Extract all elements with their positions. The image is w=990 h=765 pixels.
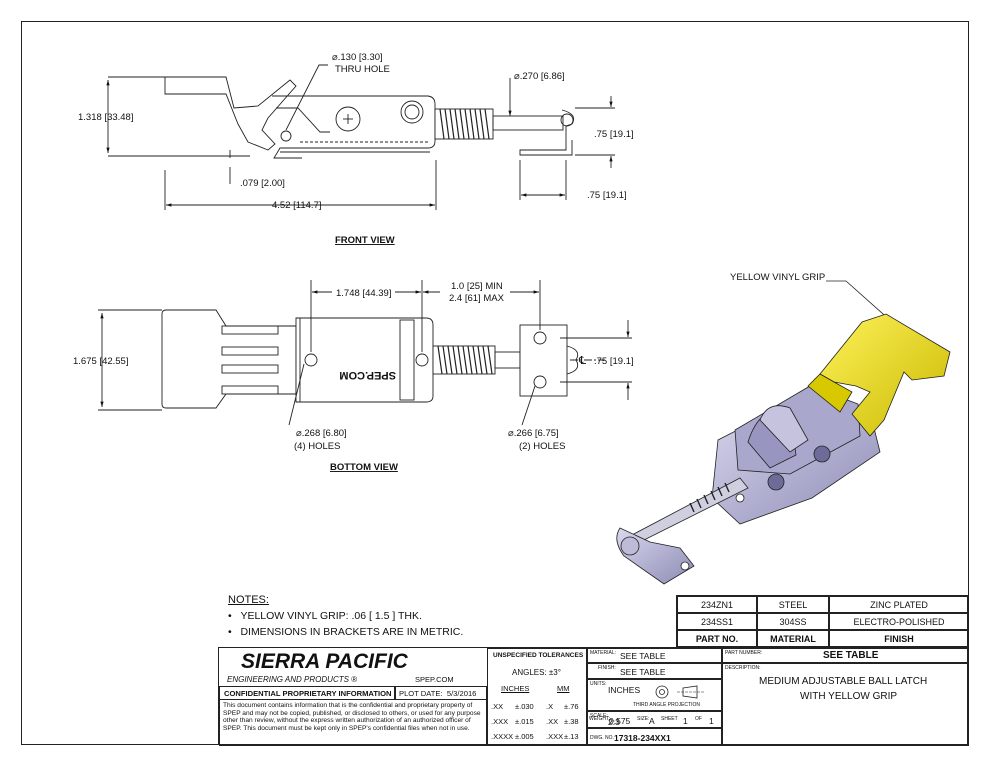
part-header-material: MATERIAL — [757, 630, 829, 648]
company-sub: ENGINEERING AND PRODUCTS ® — [227, 675, 358, 684]
plot-date: PLOT DATE: 5/3/2016 — [395, 686, 487, 700]
part-row-1-part: 234ZN1 — [677, 596, 757, 613]
catch-width-dimension-text: .75 [19.1] — [587, 190, 627, 201]
inches-header: INCHES — [501, 684, 530, 693]
finish-cell: FINISH: SEE TABLE — [587, 663, 722, 679]
grip-label: YELLOW VINYL GRIP — [730, 272, 825, 283]
length-dimension-text: 4.52 [114.7] — [272, 200, 322, 211]
base-thk-dimension-text: .079 [2.00] — [240, 178, 285, 189]
hole-callout-text: ⌀.130 [3.30] — [332, 52, 383, 63]
centerline-symbol: ℄ — [578, 355, 586, 367]
notes: NOTES: • YELLOW VINYL GRIP: .06 [ 1.5 ] … — [228, 592, 463, 640]
scale-weight-cell: SCALE: 2:3 — [587, 711, 722, 728]
holes-b-note: (2) HOLES — [519, 441, 565, 452]
spacing-dimension-text: 1.748 [44.39] — [336, 288, 391, 299]
part-row-1-finish: ZINC PLATED — [829, 596, 969, 613]
sheet-value: 1 — [683, 716, 688, 726]
bottom-view-title: BOTTOM VIEW — [330, 462, 398, 473]
material-value: SEE TABLE — [620, 651, 666, 661]
part-header-finish: FINISH — [829, 630, 969, 648]
third-angle-projection-icon — [655, 685, 705, 699]
scale-value: 2:3 — [608, 717, 620, 727]
tolerance-inch-values: ±.030±.015±.005 — [515, 702, 534, 741]
adjust-max-text: 2.4 [61] MAX — [449, 293, 505, 304]
dwg-no-value: 17318-234XX1 — [614, 733, 671, 743]
part-row-1-material: STEEL — [757, 596, 829, 613]
title-block: SIERRA PACIFIC ENGINEERING AND PRODUCTS … — [218, 647, 969, 746]
part-number-cell: PART NUMBER: SEE TABLE — [722, 648, 969, 663]
website: SPEP.COM — [415, 675, 454, 684]
tolerance-block: UNSPECIFIED TOLERANCES ANGLES: ±3° INCHE… — [487, 648, 587, 746]
front-view-title: FRONT VIEW — [335, 235, 395, 246]
front-view-dimension-text: ⌀.130 [3.30] THRU HOLE ⌀.270 [6.86] 1.31… — [78, 52, 634, 246]
confidential-text: This document contains information that … — [219, 700, 487, 746]
catch-height-dimension-text: .75 [19.1] — [594, 129, 634, 140]
mm-header: MM — [557, 684, 570, 693]
note-item: • DIMENSIONS IN BRACKETS ARE IN METRIC. — [228, 626, 464, 638]
angle-tolerance: ANGLES: ±3° — [512, 668, 561, 677]
dwg-no-cell: DWG. NO. 17318-234XX1 — [587, 728, 722, 746]
bottom-view-dimension-text: 1.675 [42.55] 1.748 [44.39] 1.0 [25] MIN… — [73, 281, 634, 473]
description-cell: DESCRIPTION: MEDIUM ADJUSTABLE BALL LATC… — [722, 663, 969, 746]
part-header-part: PART NO. — [677, 630, 757, 648]
front-view — [106, 64, 615, 210]
height-dimension-text: 1.318 [33.48] — [78, 112, 133, 123]
weight-value: 0.575 — [609, 716, 631, 726]
holes-a-callout: ⌀.268 [6.80] — [296, 428, 347, 439]
units-projection-cell: UNITS: INCHES THIRD ANGLE PROJECTION — [587, 679, 722, 711]
part-row-2-part: 234SS1 — [677, 613, 757, 630]
description-line-2: WITH YELLOW GRIP — [800, 691, 898, 702]
holes-a-note: (4) HOLES — [294, 441, 340, 452]
part-row-2-material: 304SS — [757, 613, 829, 630]
notes-title: NOTES: — [228, 594, 269, 606]
width-dimension-text: 1.675 [42.55] — [73, 356, 128, 367]
tolerance-inch-keys: .XX.XXX.XXXX — [491, 702, 514, 741]
units-value: INCHES — [608, 685, 641, 695]
of-value: 1 — [709, 716, 714, 726]
confidential-label: CONFIDENTIAL PROPRIETARY INFORMATION — [219, 686, 395, 700]
bottom-view — [98, 280, 632, 426]
finish-value: SEE TABLE — [620, 667, 666, 677]
part-number-value: SEE TABLE — [823, 650, 879, 661]
part-row-2-finish: ELECTRO-POLISHED — [829, 613, 969, 630]
size-value: A — [649, 716, 655, 726]
weight-size-sheet: WEIGHT: 0.575 SIZE: A SHEET 1 OF 1 — [589, 716, 714, 726]
spep-stamp: SPEP.COM — [339, 369, 396, 381]
hole-callout-note: THRU HOLE — [335, 64, 390, 75]
adjust-min-text: 1.0 [25] MIN — [451, 281, 503, 292]
tolerance-mm-keys: .X.XX.XXX — [546, 702, 564, 741]
material-cell: MATERIAL: SEE TABLE — [587, 648, 722, 663]
company-block: SIERRA PACIFIC ENGINEERING AND PRODUCTS … — [219, 648, 487, 688]
catch-width-bottom-text: .75 [19.1] — [594, 356, 634, 367]
holes-b-callout: ⌀.266 [6.75] — [508, 428, 559, 439]
company-name: SIERRA PACIFIC — [241, 650, 408, 673]
description-line-1: MEDIUM ADJUSTABLE BALL LATCH — [759, 676, 928, 687]
tolerance-title: UNSPECIFIED TOLERANCES — [493, 652, 584, 659]
projection-label: THIRD ANGLE PROJECTION — [633, 702, 700, 708]
note-item: • YELLOW VINYL GRIP: .06 [ 1.5 ] THK. — [228, 610, 422, 622]
rod-callout-text: ⌀.270 [6.86] — [514, 71, 565, 82]
isometric-view — [616, 280, 951, 585]
part-table: 234ZN1 STEEL ZINC PLATED 234SS1 304SS EL… — [676, 595, 969, 648]
tolerance-mm-values: ±.76±.38±.13 — [564, 702, 579, 741]
